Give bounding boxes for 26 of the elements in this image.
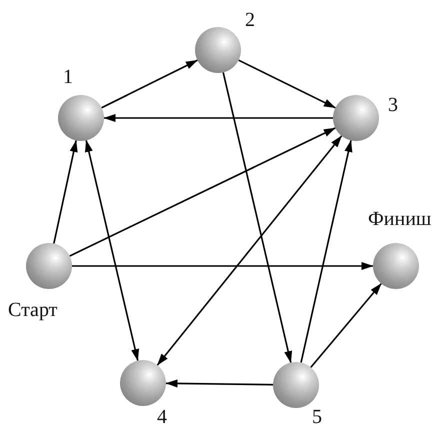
node-label: Старт <box>8 300 58 320</box>
sphere-node <box>273 362 319 408</box>
node-label: 4 <box>157 407 167 426</box>
arrow <box>238 59 336 109</box>
node-label: Финиш <box>368 209 432 229</box>
sphere-node <box>195 27 241 73</box>
arrow <box>72 262 374 270</box>
arrow <box>310 283 382 368</box>
sphere-node <box>120 360 166 406</box>
sphere-node <box>26 243 72 289</box>
sphere-node <box>333 95 379 141</box>
node-label: 2 <box>245 10 255 30</box>
arrow <box>156 135 342 366</box>
arrow <box>222 72 292 364</box>
sphere-node <box>58 95 104 141</box>
arrow <box>300 140 352 363</box>
node-label: 3 <box>388 95 398 115</box>
arrow <box>166 379 274 388</box>
arrow <box>69 127 336 257</box>
node-label: 5 <box>312 407 322 426</box>
arrow <box>84 140 140 362</box>
arrow <box>104 114 333 122</box>
arrow <box>53 140 78 244</box>
arrow <box>101 60 198 108</box>
node-label: 1 <box>63 67 73 87</box>
sphere-node <box>373 243 419 289</box>
